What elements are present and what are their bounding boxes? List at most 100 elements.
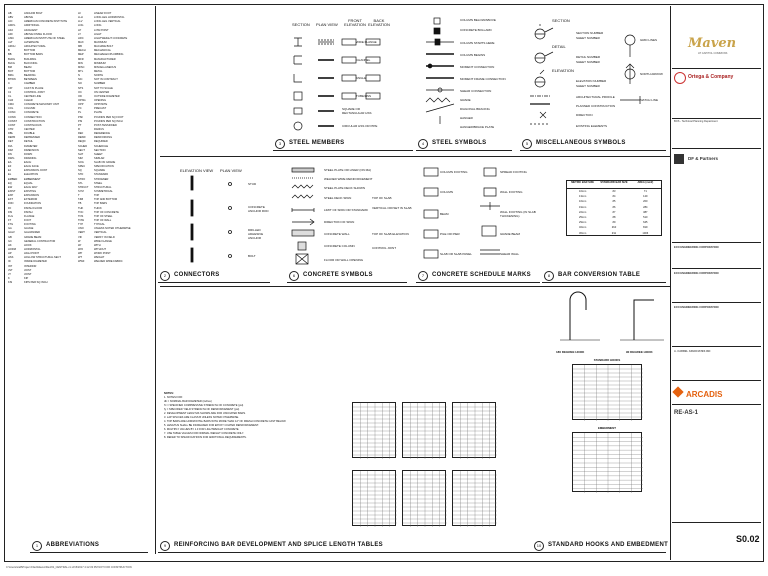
abbreviation: MEP xyxy=(78,53,84,57)
hook-label: 180 DEGREE HOOK xyxy=(556,350,585,354)
note-line: 4. TOP BARS ARE HORIZONTAL BARS WITH MOR… xyxy=(164,420,287,423)
splice-table xyxy=(452,470,497,527)
table-cell: 29mm xyxy=(579,221,587,225)
title-rule xyxy=(416,150,512,151)
abbreviation: JT xyxy=(8,272,11,276)
abbreviation-meaning: OUTSIDE DIAMETER xyxy=(94,94,120,98)
firm-name: ECO ENGINEERING CORPORATION xyxy=(674,272,719,275)
abbreviation: ACI xyxy=(8,20,13,24)
title-block-row xyxy=(672,522,761,523)
abbreviation: HSS xyxy=(8,256,14,260)
abbreviation-meaning: DETAIL xyxy=(24,140,33,144)
abbreviation: EMBED xyxy=(8,177,18,181)
table-cell: 36mm xyxy=(579,231,587,235)
title-rule xyxy=(158,552,534,553)
table-grid xyxy=(403,403,447,459)
abbreviation: SECT xyxy=(78,148,85,152)
title-block-row xyxy=(672,68,761,69)
abbreviation: CIP xyxy=(8,86,13,90)
abbreviation-meaning: ELEVATION xyxy=(24,173,39,177)
abbreviation-meaning: KIP xyxy=(24,277,29,280)
abbreviation-meaning: CLEAR xyxy=(24,98,33,102)
abbreviation-meaning: JOIST xyxy=(24,268,32,272)
table-cell: 16mm xyxy=(579,200,587,204)
schedule-mark-label: COLUMN xyxy=(440,190,454,194)
abbreviation: MB xyxy=(78,45,82,49)
abbreviation-meaning: STANDARD xyxy=(94,173,109,177)
table-cell: 13mm xyxy=(579,195,587,199)
abbreviation: KSI xyxy=(8,281,13,285)
abbreviation-meaning: REFERENCE xyxy=(94,132,110,136)
section-title-steel-symbols: STEEL SYMBOLS xyxy=(432,140,487,146)
abbreviation-meaning: POUNDS PER SQ INCH xyxy=(94,119,123,123)
title-rule xyxy=(532,552,666,553)
abbreviation-meaning: ABOVE xyxy=(24,16,33,20)
abbreviation: SYM xyxy=(78,190,84,194)
abbreviation-meaning: LIGHT xyxy=(94,32,102,36)
abbreviation: GC xyxy=(8,239,12,243)
abbreviation: DWG xyxy=(8,156,15,160)
schedule-mark-label: COLUMN FOOTING xyxy=(440,170,468,174)
connectors-header-plan: PLAN VIEW xyxy=(220,168,242,173)
title-rule xyxy=(542,282,666,283)
abbreviation: WP xyxy=(78,252,83,256)
connector-label: CONCRETE ANCHOR ROD xyxy=(248,205,269,213)
abbreviation: BRG xyxy=(8,74,14,78)
abbreviation-meaning: LINEAR FOOT xyxy=(94,12,112,15)
table-cell: #10 xyxy=(611,226,617,230)
concrete-symbol-label: TOP OF SLAB ELEVATION xyxy=(372,232,409,236)
abbreviation-meaning: TOP xyxy=(94,194,100,198)
abbreviation-meaning: INTERIOR xyxy=(24,264,37,268)
abbreviation: MISC xyxy=(78,65,85,69)
abbreviation-meaning: EACH FACE xyxy=(24,165,39,169)
misc-label: SHEET NUMBER xyxy=(576,84,600,88)
abbreviation-meaning: GALVANIZED xyxy=(24,231,41,235)
steel-symbol-label: DIAGONAL BRACING xyxy=(460,107,490,111)
title-block-divider xyxy=(670,6,671,560)
abbreviation-meaning: POST-TENSIONED xyxy=(94,123,117,127)
abbreviation-meaning: MACHINE BOLT xyxy=(94,45,114,49)
misc-label: SHEET NUMBER xyxy=(576,60,600,64)
abbreviation: WWF xyxy=(78,260,85,264)
table-cell: 25mm xyxy=(579,215,587,219)
abbreviation: FDN xyxy=(8,202,14,206)
abbreviation-meaning: FINISH FLOOR xyxy=(24,206,43,210)
abbreviation: FIN xyxy=(8,210,13,214)
abbreviation: CL xyxy=(8,94,12,98)
abbreviation-meaning: TOP OF CONCRETE xyxy=(94,210,119,214)
title-rule xyxy=(30,552,148,553)
abbreviation: T xyxy=(78,194,80,198)
note-line: db = NOMINAL BAR DIAMETER (inches) xyxy=(164,400,212,403)
abbreviation-meaning: MECHANICAL xyxy=(94,49,112,53)
abbreviation: CONST xyxy=(8,119,18,123)
abbreviation-meaning: BUILDING xyxy=(24,57,37,61)
table-cell: 1006 xyxy=(642,231,649,235)
abbreviation-meaning: LOW POINT xyxy=(94,28,109,32)
abbreviation-meaning: ON CENTER xyxy=(94,90,110,94)
abbreviation: TB xyxy=(78,202,82,206)
connector-label: DRILLED ADHESIVE ANCHOR xyxy=(248,228,264,240)
abbreviation-meaning: HOLLOW STRUCTURAL SECT xyxy=(24,256,61,260)
table-cell: #11 xyxy=(611,231,617,235)
abbreviation-meaning: REINFORCING xyxy=(94,136,113,140)
abbreviation: EA xyxy=(8,161,12,165)
abbreviation-meaning: EXPANSION xyxy=(24,194,39,198)
abbreviation-meaning: SQUARE xyxy=(94,169,105,173)
table-cell: 22mm xyxy=(579,210,587,214)
